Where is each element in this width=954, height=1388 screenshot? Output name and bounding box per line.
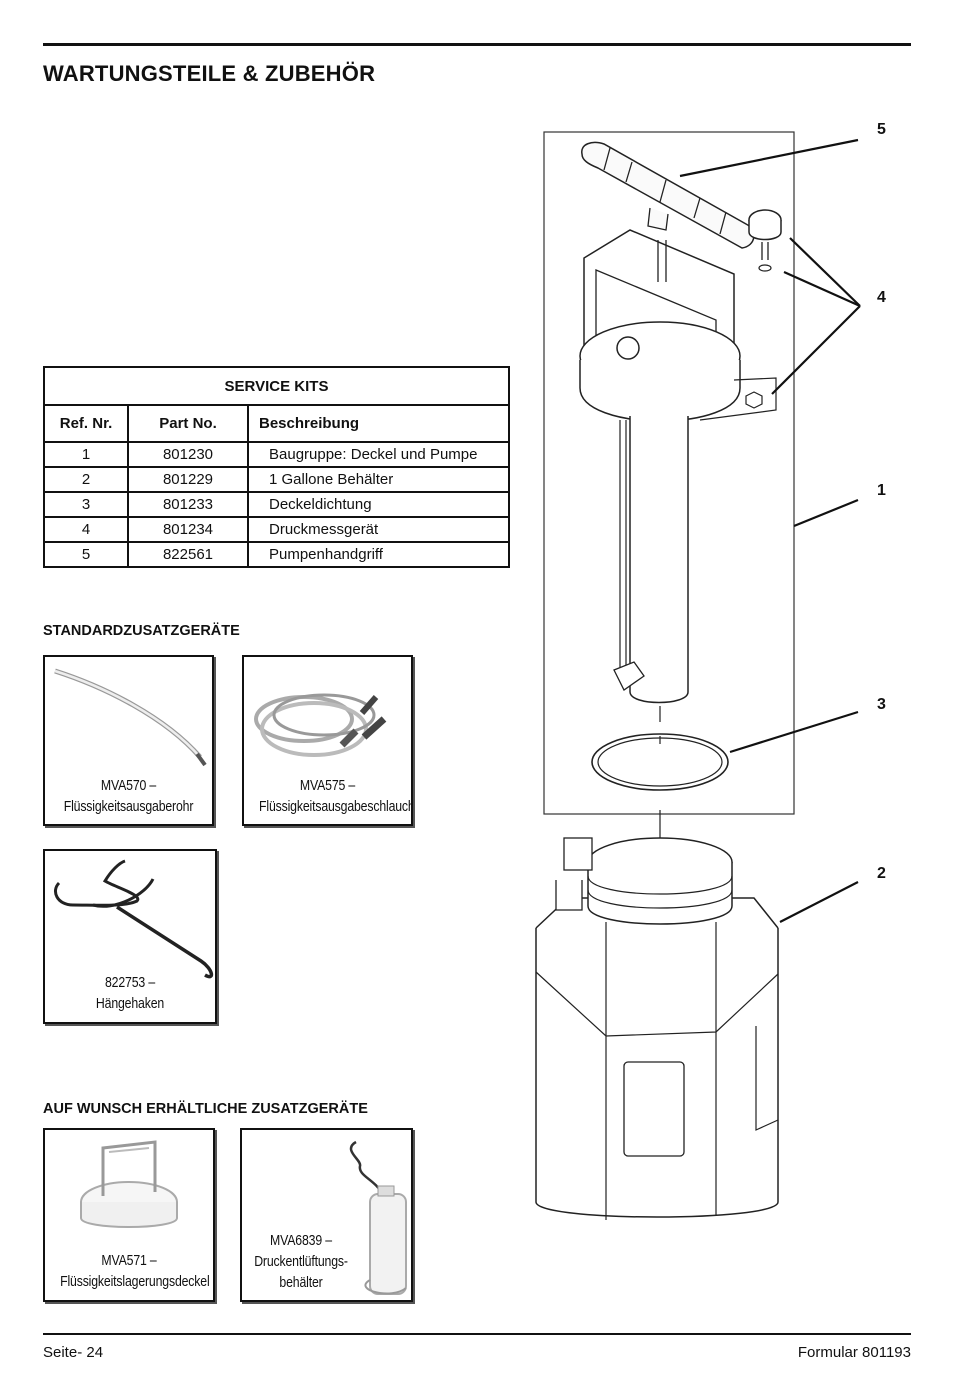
page-title: WARTUNGSTEILE & ZUBEHÖR xyxy=(43,61,376,86)
cell-part: 801230 xyxy=(127,441,249,468)
callout-3: 3 xyxy=(877,696,886,713)
table-row: 1 801230 Baugruppe: Deckel und Pumpe xyxy=(43,441,510,468)
optional-accessories-heading: AUF WUNSCH ERHÄLTLICHE ZUSATZGERÄTE xyxy=(43,1101,368,1117)
bleeder-bottle-image xyxy=(349,1140,407,1295)
cell-desc: 1 Gallone Behälter xyxy=(247,466,510,493)
callout-5: 5 xyxy=(877,121,886,138)
cell-ref: 5 xyxy=(43,541,129,568)
table-caption: SERVICE KITS xyxy=(43,366,510,406)
cell-desc: Baugruppe: Deckel und Pumpe xyxy=(247,441,510,468)
accessory-card-mva570: MVA570 – Flüssigkeitsausgaberohr xyxy=(43,655,214,826)
accessory-label: MVA570 – Flüssigkeitsausgaberohr xyxy=(63,777,194,815)
accessory-label: MVA6839 – Druckentlüftungs- behälter xyxy=(254,1232,348,1291)
pump-handle-drawing xyxy=(581,141,755,249)
accessory-card-mva575: MVA575 – Flüssigkeitsausgabeschlauch xyxy=(242,655,413,826)
page-number: Seite- 24 xyxy=(43,1344,104,1361)
cell-ref: 2 xyxy=(43,466,129,493)
dispense-tube-image xyxy=(54,668,207,767)
cell-ref: 3 xyxy=(43,491,129,518)
form-number: Formular 801193 xyxy=(797,1344,911,1361)
service-kits-table: SERVICE KITS Ref. Nr. Part No. Beschreib… xyxy=(43,366,510,568)
table-row: 5 822561 Pumpenhandgriff xyxy=(43,541,510,568)
cell-part: 801229 xyxy=(127,466,249,493)
accessory-label: 822753 – Hängehaken xyxy=(95,974,165,1012)
footer-rule xyxy=(43,1333,911,1335)
storage-cap-image xyxy=(80,1140,178,1228)
cell-ref: 1 xyxy=(43,441,129,468)
callout-1: 1 xyxy=(877,482,886,499)
accessory-card-mva571: MVA571 – Flüssigkeitslagerungsdeckel xyxy=(43,1128,215,1302)
pressure-gauge-drawing xyxy=(748,209,782,272)
container-drawing xyxy=(535,837,779,1220)
cell-part: 822561 xyxy=(127,541,249,568)
hanging-hook-image xyxy=(54,859,214,979)
accessory-card-mva6839: MVA6839 – Druckentlüftungs- behälter xyxy=(240,1128,413,1302)
standard-accessories-heading: STANDARDZUSATZGERÄTE xyxy=(43,623,240,639)
table-row: 4 801234 Druckmessgerät xyxy=(43,516,510,543)
accessory-card-822753: 822753 – Hängehaken xyxy=(43,849,217,1024)
callout-4: 4 xyxy=(877,289,886,306)
accessory-label: MVA571 – Flüssigkeitslagerungsdeckel xyxy=(60,1252,210,1290)
table-row: 2 801229 1 Gallone Behälter xyxy=(43,466,510,493)
callout-leaders xyxy=(679,138,861,923)
cell-desc: Deckeldichtung xyxy=(247,491,510,518)
col-header-part: Part No. xyxy=(127,404,249,443)
pump-cylinder-drawing xyxy=(613,416,689,704)
col-header-desc: Beschreibung xyxy=(247,404,510,443)
exploded-parts-diagram xyxy=(535,131,861,1220)
cell-desc: Pumpenhandgriff xyxy=(247,541,510,568)
cell-ref: 4 xyxy=(43,516,129,543)
cell-desc: Druckmessgerät xyxy=(247,516,510,543)
cell-part: 801233 xyxy=(127,491,249,518)
lid-assembly-drawing xyxy=(579,229,777,422)
lid-seal-drawing xyxy=(591,706,729,910)
col-header-ref: Ref. Nr. xyxy=(43,404,129,443)
accessory-label: MVA575 – Flüssigkeitsausgabeschlauch xyxy=(259,777,413,815)
callout-2: 2 xyxy=(877,865,886,882)
table-row: 3 801233 Deckeldichtung xyxy=(43,491,510,518)
header-rule xyxy=(43,43,911,46)
cell-part: 801234 xyxy=(127,516,249,543)
dispense-hose-image xyxy=(254,693,387,757)
